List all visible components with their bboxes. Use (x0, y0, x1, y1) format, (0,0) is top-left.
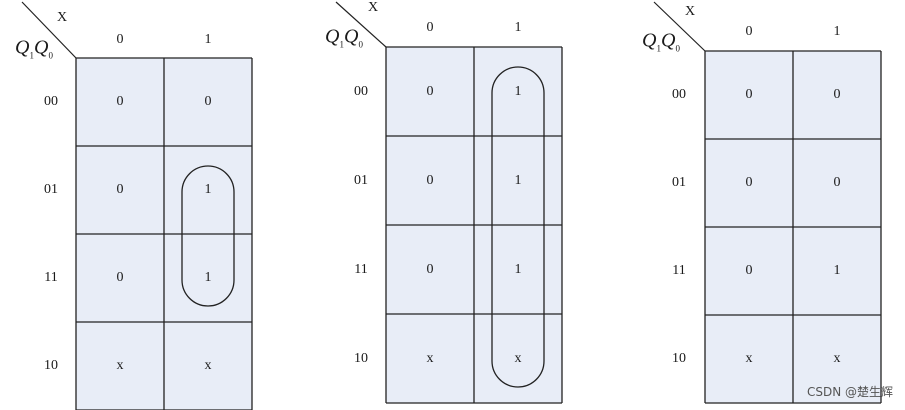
kmap-cell: 0 (705, 51, 793, 139)
kmap-cell: 0 (793, 139, 881, 227)
cell-value: 0 (833, 87, 841, 102)
row-variable-subscript: 1 (656, 43, 662, 54)
cell-value: 0 (116, 182, 124, 197)
row-header: 11 (44, 270, 58, 285)
row-variable-letter: Q (344, 25, 359, 48)
row-header: 00 (354, 83, 368, 99)
kmap-cell: 0 (386, 136, 474, 225)
row-variable-subscript: 0 (675, 43, 680, 54)
cell-value: 0 (116, 270, 124, 285)
row-variable-label: Q1Q0 (15, 38, 53, 61)
row-variable-letter: Q (34, 36, 49, 59)
cell-value: 1 (514, 172, 522, 188)
cell-value: 0 (116, 94, 124, 109)
cell-value: 1 (204, 182, 212, 197)
kmap-cell: x (474, 314, 562, 403)
cell-value: 1 (833, 263, 841, 278)
kmap-cell: 1 (474, 136, 562, 225)
kmap-cell: x (164, 322, 252, 410)
kmap-cell: 0 (164, 58, 252, 146)
cell-value: 1 (514, 261, 522, 277)
grouping-loop (491, 66, 545, 388)
row-header: 01 (44, 182, 58, 197)
row-variable-subscript: 0 (48, 50, 53, 61)
kmap-cell: 0 (386, 47, 474, 136)
cell-value: x (204, 358, 212, 373)
cell-value: x (116, 358, 124, 373)
cell-value: x (833, 351, 841, 366)
kmap-cell: x (386, 314, 474, 403)
row-header: 11 (672, 263, 686, 278)
kmap-cell: 1 (164, 146, 252, 234)
kmap-cell: x (76, 322, 164, 410)
header-diagonal (335, 1, 387, 48)
row-header: 10 (672, 351, 686, 366)
kmap-cell: 0 (76, 58, 164, 146)
row-variable-letter: Q (642, 29, 657, 52)
kmap-cell: x (705, 315, 793, 403)
cell-value: 0 (745, 263, 753, 278)
cell-value: x (745, 351, 753, 366)
row-header: 01 (354, 172, 368, 188)
row-variable-subscript: 0 (358, 39, 363, 50)
cell-value: 1 (514, 83, 522, 99)
kmap-cell: 1 (793, 227, 881, 315)
cell-value: 0 (745, 175, 753, 190)
kmap-cell: 0 (705, 139, 793, 227)
kmap-cell: 0 (793, 51, 881, 139)
row-variable-subscript: 1 (29, 50, 35, 61)
cell-value: x (514, 350, 522, 366)
kmap-cell: 0 (76, 234, 164, 322)
x-variable-label: X (367, 0, 379, 15)
column-header: 1 (514, 20, 522, 35)
row-variable-letter: Q (15, 36, 30, 59)
row-header: 10 (44, 358, 58, 373)
cell-value: 0 (204, 94, 212, 109)
row-variable-label: Q1Q0 (325, 27, 363, 50)
row-variable-letter: Q (661, 29, 676, 52)
kmap-cell: 0 (76, 146, 164, 234)
cell-value: 0 (833, 175, 841, 190)
kmap-cell: x (793, 315, 881, 403)
kmap-cell: 0 (386, 225, 474, 314)
kmap-cell: 1 (474, 47, 562, 136)
column-header: 1 (833, 24, 841, 39)
cell-value: 0 (745, 87, 753, 102)
row-header: 01 (672, 175, 686, 190)
column-header: 0 (745, 24, 753, 39)
watermark: CSDN @楚生辉 (806, 385, 893, 399)
row-variable-label: Q1Q0 (642, 31, 680, 54)
cell-value: x (426, 350, 434, 366)
cell-value: 0 (426, 172, 434, 188)
row-header: 11 (354, 261, 368, 277)
column-header: 1 (204, 32, 212, 47)
column-header: 0 (426, 20, 434, 35)
row-header: 00 (672, 87, 686, 102)
cell-value: 0 (426, 83, 434, 99)
cell-value: 1 (204, 270, 212, 285)
row-variable-subscript: 1 (339, 39, 345, 50)
grouping-loop (181, 165, 235, 307)
header-diagonal (653, 1, 706, 52)
cell-value: 0 (426, 261, 434, 277)
kmap-cell: 1 (164, 234, 252, 322)
row-header: 00 (44, 94, 58, 109)
x-variable-label: X (684, 4, 696, 19)
x-variable-label: X (56, 10, 68, 25)
row-header: 10 (354, 350, 368, 366)
column-header: 0 (116, 32, 124, 47)
header-diagonal (21, 1, 77, 59)
kmap-cell: 0 (705, 227, 793, 315)
kmap-cell: 1 (474, 225, 562, 314)
row-variable-letter: Q (325, 25, 340, 48)
